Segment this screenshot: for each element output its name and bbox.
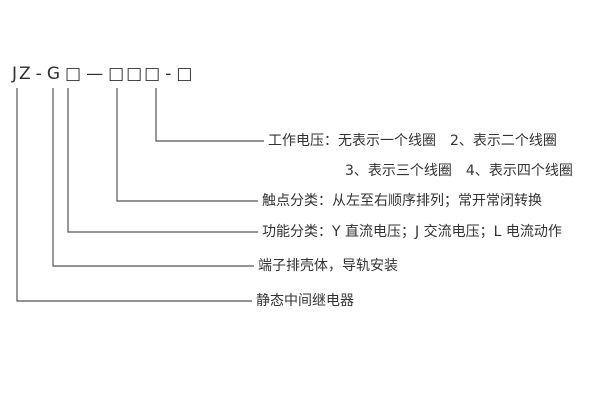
code-box-voltage: □ [176, 64, 195, 84]
code-dash-2: - [165, 64, 174, 84]
connector-housing [52, 88, 254, 267]
code-boxes-contact: □□□ [108, 64, 163, 84]
code-dash-long: — [86, 64, 106, 84]
label-function-class: 功能分类：Y 直流电压；J 交流电压；L 电流动作 [262, 224, 562, 240]
code-box-function: □ [65, 64, 84, 84]
code-prefix-jz: JZ [12, 64, 33, 84]
code-dash-1: - [35, 64, 44, 84]
label-working-voltage-cont: 3、表示三个线圈 4、表示四个线圈 [345, 163, 573, 179]
connector-working-voltage [155, 88, 264, 142]
label-relay-type: 静态中间继电器 [256, 293, 354, 309]
connector-function-class [67, 88, 258, 233]
label-working-voltage: 工作电压：无表示一个线圈 2、表示二个线圈 [268, 133, 557, 149]
connector-relay-type [16, 88, 252, 302]
model-code: JZ - G □ — □□□ - □ [12, 64, 194, 84]
code-letter-g: G [46, 64, 62, 84]
label-contact-class: 触点分类：从左至右顺序排列；常开常闭转换 [262, 193, 542, 209]
label-housing: 端子排壳体，导轨安装 [258, 258, 398, 274]
connector-contact-class [116, 88, 258, 202]
